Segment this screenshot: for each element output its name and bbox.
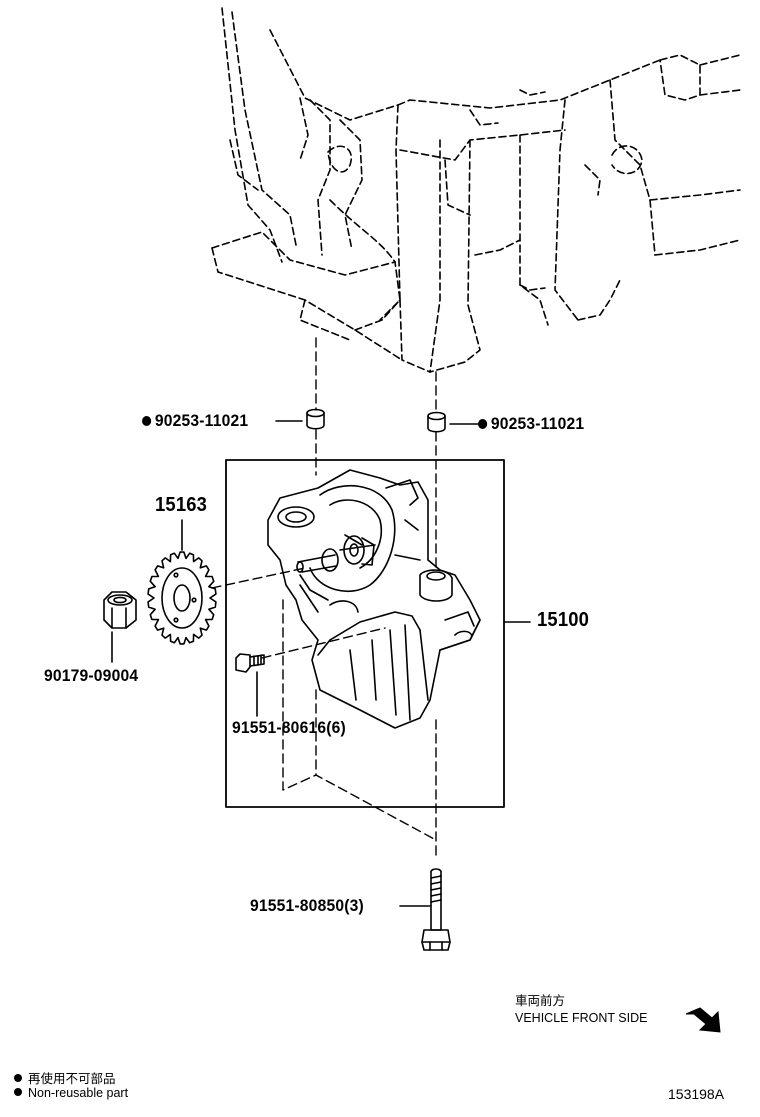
part-label-sprocket[interactable]: 15163 <box>155 494 208 516</box>
part-label-bushing-right[interactable]: 90253-11021 <box>478 414 584 434</box>
part-label-pump-assembly[interactable]: 15100 <box>537 609 590 631</box>
front-direction-arrow <box>685 1007 721 1033</box>
legend-en: Non-reusable part <box>14 1086 128 1100</box>
vehicle-front-label-jp: 車両前方 <box>515 994 566 1008</box>
figure-id: 153198A <box>668 1086 725 1102</box>
oil-pump-body <box>267 469 481 729</box>
long-bolt-shape <box>421 868 451 951</box>
non-reusable-dot-icon <box>14 1088 22 1096</box>
pump-bolt-shape <box>235 653 265 673</box>
part-label-pump-bolt[interactable]: 91551-80616(6) <box>232 718 346 737</box>
part-label-long-bolt[interactable]: 91551-80850(3) <box>250 896 364 915</box>
non-reusable-dot-icon <box>14 1074 22 1082</box>
sprocket-gear-shape <box>147 551 217 645</box>
vehicle-front-label-en: VEHICLE FRONT SIDE <box>515 1011 648 1025</box>
non-reusable-dot-icon <box>142 416 152 426</box>
non-reusable-dot-icon <box>478 419 488 429</box>
part-label-bushing-left[interactable]: 90253-11021 <box>142 411 248 431</box>
part-label-nut[interactable]: 90179-09004 <box>44 666 139 685</box>
nut-shape <box>103 591 137 629</box>
engine-block-outline <box>211 7 741 373</box>
bushing-right-shape <box>427 411 446 433</box>
legend-jp: 再使用不可部品 <box>14 1068 116 1087</box>
pump-assembly-box <box>225 459 505 808</box>
bushing-left-shape <box>306 408 325 430</box>
